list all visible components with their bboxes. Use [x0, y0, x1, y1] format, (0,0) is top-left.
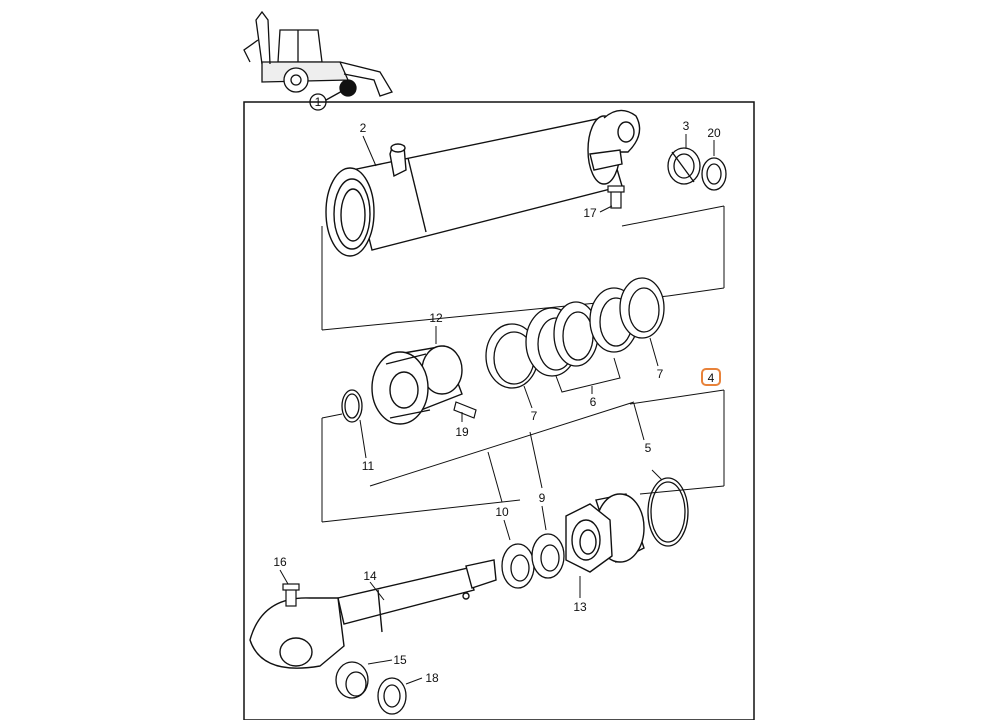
bush-15 [335, 661, 369, 699]
grease-fitting-16 [282, 583, 300, 607]
grease-fitting-17 [607, 185, 625, 209]
cylinder-barrel [325, 109, 641, 257]
callout-5: 5 [645, 441, 652, 455]
callout-17: 17 [583, 206, 597, 220]
callout-11: 11 [362, 459, 375, 473]
o-ring-11 [341, 389, 363, 423]
callout-16: 16 [273, 555, 287, 569]
diagram-frame [243, 101, 755, 720]
callout-3: 3 [683, 119, 690, 133]
callout-7-right: 7 [657, 367, 664, 381]
callout-18: 18 [425, 671, 439, 685]
pin-19 [453, 401, 477, 419]
rod-seal-10 [501, 543, 535, 589]
callout-13: 13 [573, 600, 587, 614]
backhoe-loader-thumbnail [243, 10, 393, 111]
callout-9: 9 [539, 491, 546, 505]
callout-6: 6 [590, 395, 597, 409]
seal-18 [377, 677, 407, 715]
o-ring-5 [647, 477, 689, 547]
wear-ring-7-left [485, 323, 539, 389]
assembly-boundary-middle [321, 389, 725, 523]
callout-7-left: 7 [531, 409, 538, 423]
piston-seal-6 [525, 301, 599, 377]
seal-20 [701, 157, 727, 191]
callout-2: 2 [360, 121, 367, 135]
callout-12: 12 [429, 311, 443, 325]
callout-14: 14 [363, 569, 377, 583]
bush-3 [667, 147, 701, 185]
callout-19: 19 [455, 425, 469, 439]
leader-lines-rings [523, 337, 659, 409]
piston-rod-14 [249, 559, 497, 669]
callout-10: 10 [495, 505, 509, 519]
gland-nut-13 [565, 493, 645, 573]
leader-lines-seals [487, 431, 547, 541]
callout-20: 20 [707, 126, 721, 140]
callout-4-highlight [701, 368, 721, 386]
callout-4: 4 [708, 371, 715, 385]
wiper-9 [531, 533, 565, 579]
wear-ring-7-right [589, 277, 665, 353]
callout-15: 15 [393, 653, 407, 667]
piston-12 [371, 345, 463, 425]
